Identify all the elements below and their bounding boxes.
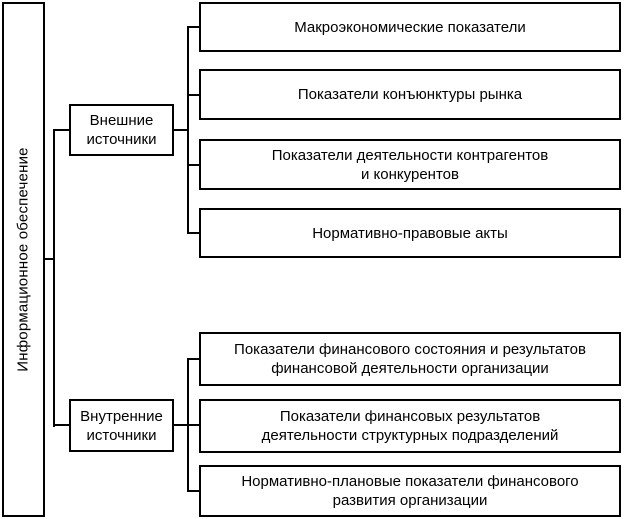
node-label-line: развития организации: [332, 492, 488, 509]
node-structural-units-results: Показатели финансовых результатов деятел…: [199, 399, 621, 453]
branch-internal: [53, 424, 69, 426]
node-label-line: Показатели финансового состояния и резул…: [234, 341, 586, 358]
node-label-line: Показатели финансовых результатов: [279, 408, 541, 425]
node-label-line: Нормативно-правовые акты: [312, 224, 508, 242]
node-label-line: Внутренние: [80, 407, 163, 425]
trunk-external: [187, 26, 189, 234]
node-label-line: Нормативно-плановые показатели финансово…: [241, 473, 579, 490]
connector-internal-child-1: [189, 358, 199, 360]
connector-external-trunk: [174, 129, 189, 131]
node-macroeconomic-indicators: Макроэкономические показатели: [199, 2, 621, 52]
node-label-line: и конкурентов: [361, 165, 459, 183]
connector-internal-child-2: [189, 424, 199, 426]
trunk-main: [53, 129, 55, 427]
node-label-line: источники: [86, 426, 157, 444]
connector-external-child-4: [189, 232, 199, 234]
node-financial-state-results: Показатели финансового состояния и резул…: [199, 332, 621, 386]
connector-external-child-3: [189, 164, 199, 166]
connector-external-child-1: [189, 26, 199, 28]
trunk-internal: [187, 358, 189, 492]
node-label-line: финансовой деятельности организации: [271, 360, 549, 377]
node-label-line: деятельности структурных подразделений: [261, 427, 559, 444]
node-normative-planning-indicators: Нормативно-плановые показатели финансово…: [199, 465, 621, 517]
connector-external-child-2: [189, 94, 199, 96]
node-label-line: Показатели деятельности контрагентов: [271, 146, 549, 164]
node-label-line: Внешние: [89, 112, 154, 129]
node-label-line: Макроэкономические показатели: [294, 18, 526, 36]
node-external-sources: Внешние источники: [69, 104, 174, 156]
node-counterparties-competitors: Показатели деятельности контрагентов и к…: [199, 139, 621, 190]
node-legal-acts: Нормативно-правовые акты: [199, 208, 621, 258]
connector-internal-trunk: [174, 424, 189, 426]
node-market-conditions: Показатели конъюнктуры рынка: [199, 69, 621, 120]
node-information-support: Информационное обеспечение: [2, 2, 45, 517]
node-label-line: Показатели конъюнктуры рынка: [297, 86, 523, 103]
node-label-line: источники: [86, 131, 157, 148]
node-label: Информационное обеспечение: [15, 147, 33, 372]
connector-root-trunk: [45, 258, 55, 260]
connector-internal-child-3: [189, 490, 199, 492]
branch-external: [53, 129, 69, 131]
node-internal-sources: Внутренние источники: [69, 399, 174, 452]
